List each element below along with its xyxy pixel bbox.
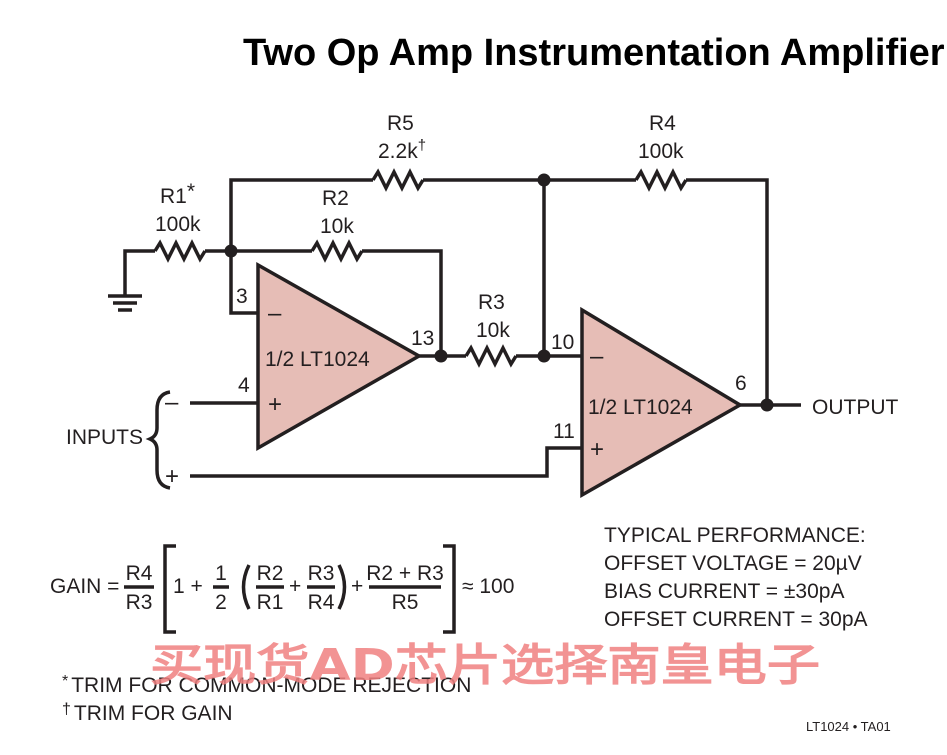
gain-frac1-num: R4 [126, 562, 153, 585]
footnotes: *TRIM FOR COMMON-MODE REJECTION †TRIM FO… [62, 673, 471, 725]
gain-frac1-den: R3 [126, 591, 153, 614]
inputs-label: INPUTS [66, 426, 143, 449]
r4-name: R4 [649, 112, 676, 135]
r3-value: 10k [476, 319, 510, 342]
pin-10: 10 [551, 331, 574, 354]
r5-name: R5 [387, 112, 414, 135]
performance-line: BIAS CURRENT = ±30pA [604, 580, 844, 603]
gain-one-plus: 1 + [173, 575, 203, 598]
pin-6: 6 [735, 372, 747, 395]
gain-frac3-den: R4 [308, 591, 335, 614]
pin-11: 11 [553, 420, 575, 443]
pin-4: 4 [238, 374, 250, 397]
page-title: Two Op Amp Instrumentation Amplifier [243, 32, 945, 74]
gain-half-den: 2 [215, 591, 227, 614]
resistor-r3-icon [464, 344, 518, 368]
typical-performance: TYPICAL PERFORMANCE: OFFSET VOLTAGE = 20… [604, 524, 868, 631]
opamp-2-plus: + [590, 436, 604, 463]
r1-value: 100k [155, 213, 201, 236]
opamp-1-label: 1/2 LT1024 [265, 348, 370, 371]
pin-3: 3 [236, 285, 248, 308]
r2-value: 10k [320, 215, 354, 238]
gain-lhs: GAIN = [50, 575, 119, 598]
output-label: OUTPUT [812, 396, 899, 419]
ground-icon [108, 294, 142, 312]
gain-frac2-num: R2 [257, 562, 284, 585]
footnote-gain: †TRIM FOR GAIN [62, 701, 233, 725]
input-plus-sign: + [165, 463, 179, 490]
gain-half-num: 1 [215, 562, 227, 585]
gain-frac3-num: R3 [308, 562, 335, 585]
r4-value: 100k [638, 140, 684, 163]
opamp-2-minus: – [590, 343, 604, 370]
gain-frac2-den: R1 [257, 591, 284, 614]
wires [123, 178, 801, 478]
opamp-2-label: 1/2 LT1024 [588, 396, 693, 419]
r1-name: R1* [160, 180, 195, 208]
watermark-text: 买现货AD芯片选择南皇电子 [150, 640, 820, 691]
opamp-1-minus: – [268, 300, 282, 327]
r5-value: 2.2k† [378, 137, 426, 163]
junction-dots [224, 173, 774, 412]
opamp-2-triangle [580, 306, 744, 499]
gain-formula: GAIN = R4 R3 1 + 1 2 R2 R1 + R3 R4 + R2 … [50, 544, 514, 634]
resistor-r5-icon [371, 168, 425, 192]
resistor-r1-icon [153, 239, 207, 263]
performance-line: OFFSET VOLTAGE = 20µV [604, 552, 862, 575]
opamp-1-plus: + [268, 391, 282, 418]
figure-id: LT1024 • TA01 [806, 719, 891, 734]
r2-name: R2 [322, 187, 349, 210]
pin-13: 13 [411, 327, 434, 350]
gain-plus: + [289, 575, 301, 598]
gain-frac4-den: R5 [392, 591, 419, 614]
gain-plus: + [351, 575, 363, 598]
inputs-brace-icon [145, 390, 171, 490]
performance-line: OFFSET CURRENT = 30pA [604, 608, 868, 631]
footnote-cmr: *TRIM FOR COMMON-MODE REJECTION [62, 673, 471, 697]
resistor-r2-icon [310, 239, 364, 263]
resistor-r4-icon [634, 168, 688, 192]
r3-name: R3 [478, 291, 505, 314]
performance-heading: TYPICAL PERFORMANCE: [604, 524, 866, 547]
input-minus-sign: – [165, 389, 179, 416]
gain-approx: ≈ 100 [462, 575, 514, 598]
gain-frac4-num: R2 + R3 [366, 562, 444, 585]
opamp-1-triangle [256, 262, 423, 452]
